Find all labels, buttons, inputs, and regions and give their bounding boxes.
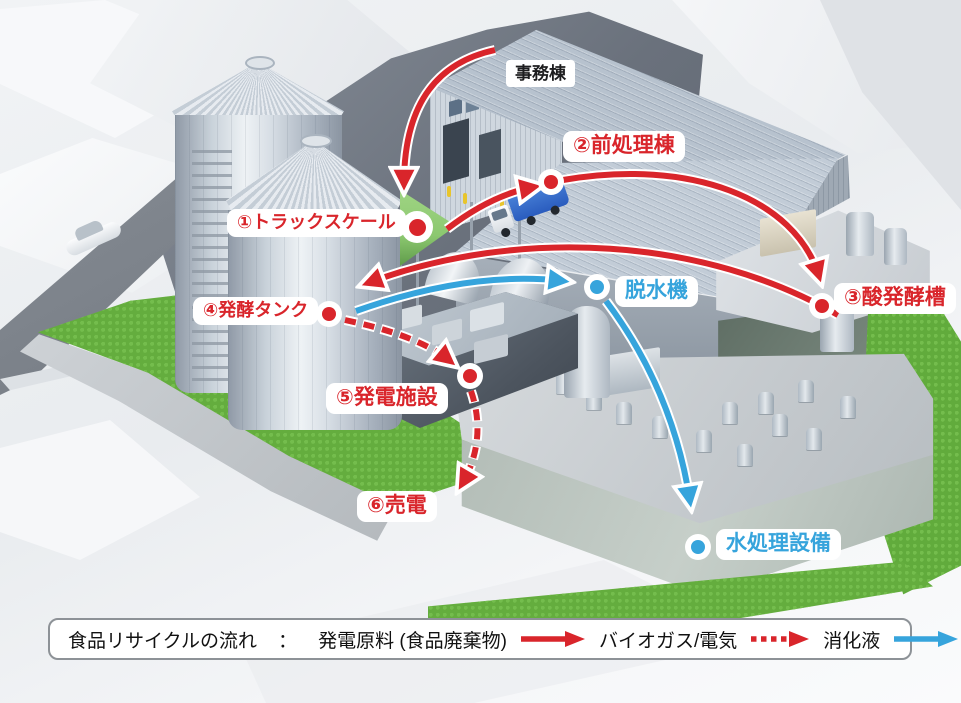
legend-solid-blue-arrow-icon	[894, 631, 959, 647]
arrow-scale-to-pretreatment	[445, 187, 534, 232]
water-equipment	[652, 416, 668, 438]
legend-separator: ：	[278, 630, 298, 652]
label-office: 事務棟	[506, 60, 575, 88]
marker-dot-pretreatment	[538, 169, 564, 195]
arrow-power-to-sale	[462, 390, 477, 484]
legend-title: 食品リサイクルの流れ	[68, 630, 258, 652]
arrow-pretreatment-to-acid	[562, 171, 819, 276]
marker-dot-acid-fermenter	[809, 293, 835, 319]
silo-stairs	[192, 150, 232, 390]
water-equipment	[737, 444, 753, 466]
legend-solid-red-arrow-icon	[521, 631, 586, 647]
arrow-fermenter-to-dewatering	[354, 279, 563, 314]
label-power-generation: ⑤発電施設	[326, 383, 448, 415]
label-electricity-sale: ⑥売電	[357, 491, 437, 523]
bollard	[447, 186, 451, 197]
legend-item-feedstock-label: 発電原料 (食品廃棄物)	[318, 630, 508, 652]
label-fermentation-tank: ④発酵タンク	[193, 297, 319, 325]
water-equipment	[758, 392, 774, 414]
arrow-feedstock-in	[404, 47, 496, 184]
acid-tank	[884, 228, 907, 265]
acid-tank	[846, 212, 874, 256]
water-equipment	[772, 414, 788, 436]
arrow-dewatering-to-water	[603, 299, 690, 501]
label-acid-fermenter: ③酸発酵槽	[834, 283, 956, 315]
legend-item-biogas-label: バイオガス/電気	[599, 630, 738, 652]
legend: 食品リサイクルの流れ ： 発電原料 (食品廃棄物) バイオガス/電気 消化液	[48, 618, 959, 660]
label-dewatering: 脱水機	[615, 276, 698, 308]
marker-dot-dewatering	[584, 274, 610, 300]
arrow-acid-to-fermenter	[368, 244, 840, 318]
legend-item-digestate-label: 消化液	[823, 630, 881, 652]
label-water-treatment: 水処理設備	[716, 529, 841, 561]
bollard	[463, 193, 467, 204]
legend-dashed-red-arrow-icon	[751, 631, 810, 647]
marker-dot-fermentation-tank	[316, 301, 342, 327]
water-equipment	[806, 428, 822, 450]
marker-dot-power-generation	[457, 363, 483, 389]
label-truck-scale: ①トラックスケール	[227, 209, 406, 237]
label-pretreatment: ②前処理棟	[563, 131, 685, 163]
marker-dot-truck-scale	[401, 211, 433, 243]
water-equipment	[798, 380, 814, 402]
bollard	[500, 198, 504, 209]
water-equipment	[722, 402, 738, 424]
marker-dot-water-treatment	[685, 534, 711, 560]
machinery-pole	[416, 212, 419, 307]
water-equipment	[616, 402, 632, 424]
silo-front-railing	[300, 134, 332, 148]
silo-back-railing	[245, 56, 275, 70]
arrow-fermenter-to-power	[344, 317, 450, 361]
water-equipment	[840, 396, 856, 418]
water-equipment	[696, 430, 712, 452]
